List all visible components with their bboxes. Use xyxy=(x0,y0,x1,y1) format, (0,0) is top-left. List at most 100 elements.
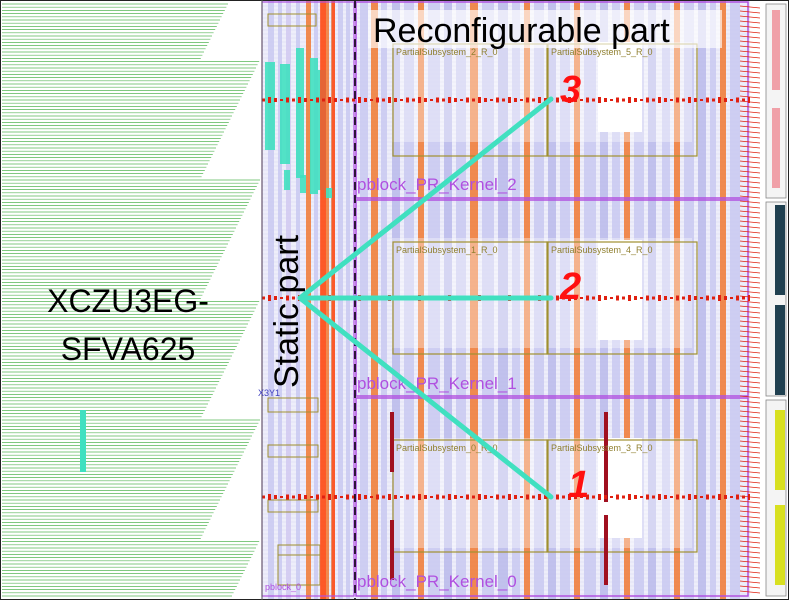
red-dot xyxy=(574,98,577,102)
red-dot xyxy=(370,99,373,101)
red-dot xyxy=(718,494,721,500)
red-dot xyxy=(298,97,301,103)
red-dot xyxy=(616,494,619,500)
reconfigurable-label-bg xyxy=(368,10,722,48)
io-wire xyxy=(739,495,761,499)
io-wire xyxy=(739,270,761,274)
red-dot xyxy=(640,297,643,299)
red-dot xyxy=(340,99,343,101)
red-dot xyxy=(598,97,601,103)
io-wire xyxy=(739,90,761,94)
io-wire xyxy=(739,255,761,259)
red-dot xyxy=(526,97,529,103)
io-wire xyxy=(739,150,761,154)
red-dot xyxy=(262,296,265,300)
red-dot xyxy=(562,98,565,102)
red-dot xyxy=(568,97,571,103)
red-dot xyxy=(394,495,397,499)
io-wire xyxy=(739,380,761,384)
region-number-3: 3 xyxy=(560,69,581,111)
red-dot xyxy=(628,494,631,500)
fabric-column xyxy=(730,0,740,600)
red-dot xyxy=(622,296,625,300)
io-wire xyxy=(739,395,761,399)
io-wire xyxy=(739,435,761,439)
connector-to-region-3 xyxy=(297,96,554,301)
red-dot xyxy=(418,494,421,500)
red-dot xyxy=(334,98,337,102)
red-dot xyxy=(676,494,679,500)
red-dot xyxy=(508,97,511,103)
red-dot xyxy=(316,494,319,500)
red-dot xyxy=(658,295,661,301)
fabric-column xyxy=(648,0,656,600)
io-wire xyxy=(739,290,761,294)
red-dot xyxy=(706,295,709,301)
red-dot xyxy=(322,495,325,499)
static-block xyxy=(267,397,319,413)
xy-tag: X3Y1 xyxy=(258,388,280,398)
red-dot xyxy=(664,296,667,300)
red-dot xyxy=(556,494,559,500)
red-dot xyxy=(736,295,739,301)
connector-lines xyxy=(297,96,554,500)
red-dot xyxy=(706,97,709,103)
io-wire xyxy=(739,460,761,464)
pblock-label-region-2: pblock_PR_Kernel_1 xyxy=(357,374,517,393)
red-dot xyxy=(712,495,715,499)
io-wire xyxy=(739,560,761,564)
red-dot xyxy=(322,98,325,102)
red-dot xyxy=(658,97,661,103)
red-dot xyxy=(274,495,277,499)
red-dot xyxy=(724,495,727,499)
red-dot xyxy=(340,496,343,498)
io-wire xyxy=(739,210,761,214)
io-wire xyxy=(739,370,761,374)
io-wire xyxy=(739,540,761,544)
red-dot xyxy=(532,98,535,102)
io-wire xyxy=(739,580,761,584)
io-wire xyxy=(739,410,761,414)
io-wire xyxy=(739,125,761,129)
red-dot xyxy=(472,98,475,102)
io-wire xyxy=(739,180,761,184)
red-dot xyxy=(700,99,703,101)
io-wire xyxy=(739,535,761,539)
red-dot xyxy=(520,99,523,101)
red-dot xyxy=(700,297,703,299)
red-dot xyxy=(490,99,493,101)
io-wire xyxy=(739,10,761,14)
red-dot xyxy=(502,98,505,102)
io-wire xyxy=(739,205,761,209)
io-wire xyxy=(739,155,761,159)
subsystem-label: PartialSubsystem_5_R_0 xyxy=(551,47,653,57)
red-dot xyxy=(556,295,559,301)
red-dot xyxy=(652,495,655,499)
static-teal-cell xyxy=(265,62,275,150)
red-dot xyxy=(376,97,379,103)
region-number-2: 2 xyxy=(559,266,581,308)
red-dot xyxy=(592,495,595,499)
red-dot xyxy=(706,494,709,500)
red-dot xyxy=(610,297,613,299)
green-cell-marker xyxy=(80,410,86,472)
red-dot xyxy=(502,495,505,499)
red-dot xyxy=(724,98,727,102)
red-dot xyxy=(292,296,295,300)
io-wire xyxy=(739,315,761,319)
red-dot xyxy=(634,296,637,300)
red-dot xyxy=(382,495,385,499)
red-dot xyxy=(682,98,685,102)
red-dot xyxy=(478,494,481,500)
red-dot xyxy=(664,495,667,499)
red-dot xyxy=(526,494,529,500)
bram-bar xyxy=(604,412,608,502)
red-dot xyxy=(514,98,517,102)
red-dot xyxy=(574,495,577,499)
fabric-column xyxy=(584,0,596,600)
red-dot xyxy=(556,97,559,103)
static-teal-cell xyxy=(310,58,318,194)
red-dot xyxy=(670,99,673,101)
red-dot xyxy=(622,495,625,499)
red-dot xyxy=(406,494,409,500)
